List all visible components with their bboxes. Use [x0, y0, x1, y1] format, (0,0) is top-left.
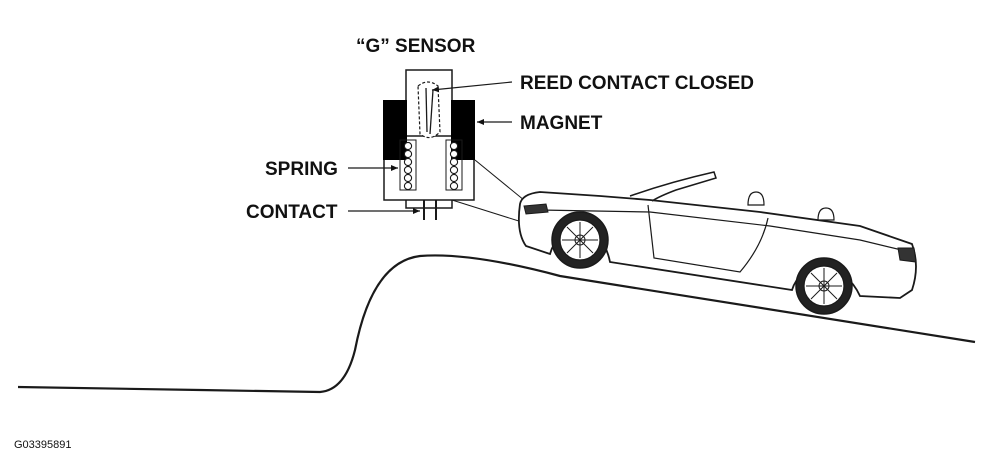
callout-line-lower	[451, 199, 523, 223]
car-beltline	[539, 209, 911, 253]
spring-right-coils	[449, 141, 459, 191]
reed-contact-tube	[417, 81, 441, 139]
sensor-title: “G” SENSOR	[356, 36, 476, 57]
reed-contact-label: REED CONTACT CLOSED	[520, 73, 754, 94]
reed-contact-leader	[431, 81, 513, 93]
terrain-line	[17, 254, 976, 394]
car-door	[647, 204, 769, 273]
spring-left-coils	[403, 141, 413, 191]
car-headrest-front	[747, 191, 765, 206]
car-headlight	[523, 203, 549, 215]
figure-id: G03395891	[14, 439, 72, 451]
magnet-left	[383, 100, 407, 160]
reed-blade-1	[425, 87, 428, 133]
reed-blade-2	[429, 89, 434, 135]
g-sensor-icon	[383, 69, 475, 220]
spring-label: SPRING	[265, 159, 338, 180]
convertible-car-icon	[517, 171, 917, 315]
car-windshield	[629, 171, 717, 202]
callout-line-upper	[474, 159, 531, 206]
car-wheel-front	[551, 211, 609, 269]
car-taillight	[897, 247, 917, 263]
magnet-label: MAGNET	[520, 113, 603, 134]
car-wheel-rear	[795, 257, 853, 315]
contact-label: CONTACT	[246, 202, 338, 223]
car-headrest-rear	[817, 207, 835, 221]
